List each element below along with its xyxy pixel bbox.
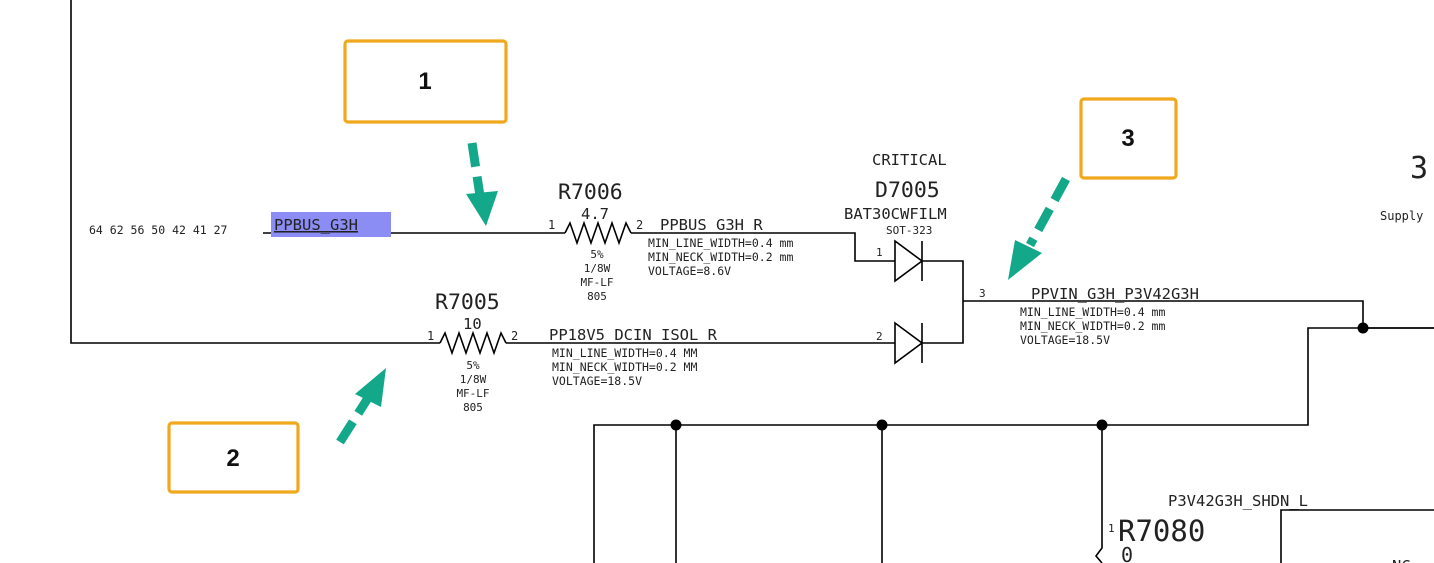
- props-ppbus-g3h-r: MIN_LINE_WIDTH=0.4 mm MIN_NECK_WIDTH=0.2…: [648, 236, 793, 278]
- r7005-pin1: 1: [427, 329, 434, 343]
- callout-2: 2: [167, 421, 300, 494]
- wire-ppbus-g3h-r: [631, 232, 895, 262]
- prop-line: VOLTAGE=8.6V: [648, 264, 731, 278]
- callout-3: 3: [1079, 97, 1178, 180]
- arrow-shaft: [1026, 176, 1070, 248]
- r7006-power: 1/8W: [584, 262, 611, 275]
- prop-line: MIN_LINE_WIDTH=0.4 MM: [552, 346, 697, 360]
- prop-line: MIN_NECK_WIDTH=0.2 mm: [648, 250, 793, 264]
- diode-symbol-top: [894, 239, 924, 283]
- junction-dot: [1096, 419, 1108, 431]
- wire-drop-3: [1094, 425, 1103, 563]
- prop-line: MIN_LINE_WIDTH=0.4 mm: [1020, 305, 1165, 319]
- resistor-r7080[interactable]: 1 R7080 0: [1108, 514, 1205, 563]
- junction-dot: [876, 419, 888, 431]
- junction-dot: [670, 419, 682, 431]
- r7006-pin1: 1: [548, 218, 555, 232]
- wire-diode-cathode-top: [922, 260, 964, 344]
- net-highlight: [271, 212, 391, 237]
- props-pp18v5: MIN_LINE_WIDTH=0.4 MM MIN_NECK_WIDTH=0.2…: [552, 346, 697, 388]
- d7005-pin2: 2: [876, 330, 883, 343]
- r7006-tolerance: 5%: [590, 248, 604, 261]
- diode-symbol-bottom: [894, 321, 924, 365]
- arrow-shaft: [336, 395, 372, 445]
- callout-box: [343, 39, 508, 124]
- arrowhead-icon: [466, 191, 498, 226]
- r7005-value: 10: [463, 315, 482, 333]
- net-label-shdn[interactable]: P3V42G3H_SHDN_L: [1168, 492, 1308, 510]
- d7005-part: BAT30CWFILM: [844, 205, 947, 223]
- net-label-pp18v5[interactable]: PP18V5_DCIN_ISOL_R: [549, 326, 718, 344]
- r7005-pin2: 2: [511, 329, 518, 343]
- d7005-pin3: 3: [979, 287, 986, 300]
- d7005-ref: D7005: [875, 178, 940, 203]
- r7005-power: 1/8W: [460, 373, 487, 386]
- r7080-pin1: 1: [1108, 522, 1115, 535]
- callout-1: 1: [343, 39, 508, 124]
- r7006-type: MF-LF: [580, 276, 613, 289]
- callout-2-label: 2: [226, 445, 239, 472]
- prop-line: VOLTAGE=18.5V: [1020, 333, 1110, 347]
- r7006-pin2: 2: [636, 218, 643, 232]
- junctions: [670, 322, 1369, 431]
- wire-ppvin-down: [593, 327, 1434, 563]
- r7005-type: MF-LF: [456, 387, 489, 400]
- d7005-package: SOT-323: [886, 224, 932, 237]
- callout-box: [167, 421, 300, 494]
- prop-line: VOLTAGE=18.5V: [552, 374, 642, 388]
- d7005-pin1: 1: [876, 246, 883, 259]
- prop-line: MIN_NECK_WIDTH=0.2 mm: [1020, 319, 1165, 333]
- net-label-ppbus-g3h-r[interactable]: PPBUS_G3H_R: [660, 216, 763, 234]
- page-refs: 64 62 56 50 42 41 27: [89, 223, 228, 237]
- edge-supply-label: Supply: [1380, 209, 1423, 223]
- arrow-2: [336, 368, 386, 445]
- props-ppvin: MIN_LINE_WIDTH=0.4 mm MIN_NECK_WIDTH=0.2…: [1020, 305, 1165, 347]
- r7080-value: 0: [1121, 543, 1133, 563]
- prop-line: MIN_NECK_WIDTH=0.2 MM: [552, 360, 697, 374]
- r7006-value: 4.7: [581, 205, 609, 223]
- r7005-package: 805: [463, 401, 483, 414]
- resistor-r7006[interactable]: R7006 4.7 1 2 5% 1/8W MF-LF 805: [548, 180, 643, 303]
- diode-d7005[interactable]: CRITICAL D7005 BAT30CWFILM SOT-323 1 2 3: [844, 151, 986, 365]
- wire-shdn: [1280, 509, 1434, 563]
- arrow-1: [466, 142, 498, 226]
- r7006-ref: R7006: [558, 180, 623, 205]
- r7005-tolerance: 5%: [466, 359, 480, 372]
- r7005-ref: R7005: [435, 290, 500, 315]
- callout-3-label: 3: [1121, 125, 1134, 152]
- callout-box: [1079, 97, 1178, 180]
- net-label-ppvin[interactable]: PPVIN_G3H_P3V42G3H: [1031, 285, 1199, 303]
- d7005-critical: CRITICAL: [872, 151, 947, 169]
- net-label-ppbus-g3h[interactable]: PPBUS_G3H: [274, 216, 358, 234]
- wire-left-frame: [70, 0, 440, 344]
- prop-line: MIN_LINE_WIDTH=0.4 mm: [648, 236, 793, 250]
- arrowhead-icon: [355, 368, 386, 407]
- arrowhead-icon: [1008, 240, 1042, 280]
- resistor-r7005[interactable]: R7005 10 1 2 5% 1/8W MF-LF 805: [427, 290, 518, 414]
- edge-number: 3: [1410, 151, 1428, 186]
- arrow-shaft: [467, 142, 485, 197]
- edge-nc-label: NC: [1392, 557, 1411, 563]
- r7006-package: 805: [587, 290, 607, 303]
- callout-1-label: 1: [418, 68, 431, 95]
- resistor-zigzag: [564, 220, 632, 246]
- arrow-3: [1008, 176, 1070, 280]
- resistor-zigzag: [439, 330, 507, 356]
- junction-dot: [1357, 322, 1369, 334]
- r7080-ref: R7080: [1118, 514, 1205, 548]
